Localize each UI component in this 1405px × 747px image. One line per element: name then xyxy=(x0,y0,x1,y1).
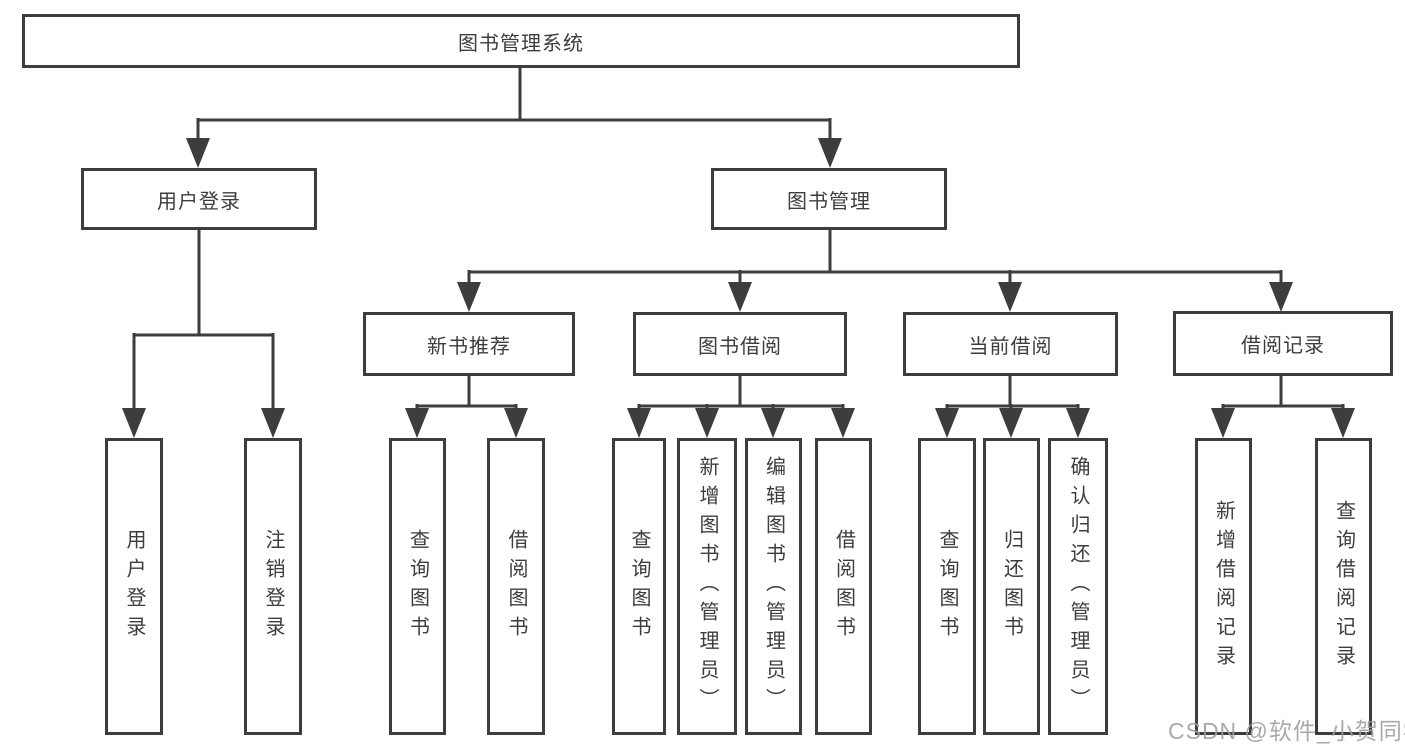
leaf-return-books: 归还图书 xyxy=(983,438,1040,735)
node-root: 图书管理系统 xyxy=(22,14,1020,68)
node-borrowing-records: 借阅记录 xyxy=(1173,311,1393,376)
leaf-borrow-books-borrowing: 借阅图书 xyxy=(815,438,872,735)
watermark: CSDN @软件_小贺同学 xyxy=(1168,718,1405,744)
leaf-add-books-admin: 新增图书（管理员） xyxy=(677,438,737,735)
leaf-borrow-books-recommend: 借阅图书 xyxy=(487,438,545,735)
leaf-add-borrow-record: 新增借阅记录 xyxy=(1195,438,1252,735)
node-user-login: 用户登录 xyxy=(81,168,317,230)
node-current-borrowing: 当前借阅 xyxy=(903,312,1118,376)
leaf-query-borrow-record: 查询借阅记录 xyxy=(1315,438,1372,735)
leaf-confirm-return-admin: 确认归还（管理员） xyxy=(1048,438,1108,735)
node-book-borrowing: 图书借阅 xyxy=(633,312,847,376)
leaf-edit-books-admin: 编辑图书（管理员） xyxy=(745,438,802,735)
leaf-query-books-borrowing: 查询图书 xyxy=(612,438,666,735)
arrowheads xyxy=(122,138,1355,438)
leaf-query-books-current: 查询图书 xyxy=(918,438,976,735)
leaf-user-login: 用户登录 xyxy=(105,438,163,735)
leaf-query-books-recommend: 查询图书 xyxy=(389,438,446,735)
node-book-management: 图书管理 xyxy=(711,168,947,230)
leaf-logout: 注销登录 xyxy=(244,438,302,735)
node-new-book-recommend: 新书推荐 xyxy=(363,312,575,376)
